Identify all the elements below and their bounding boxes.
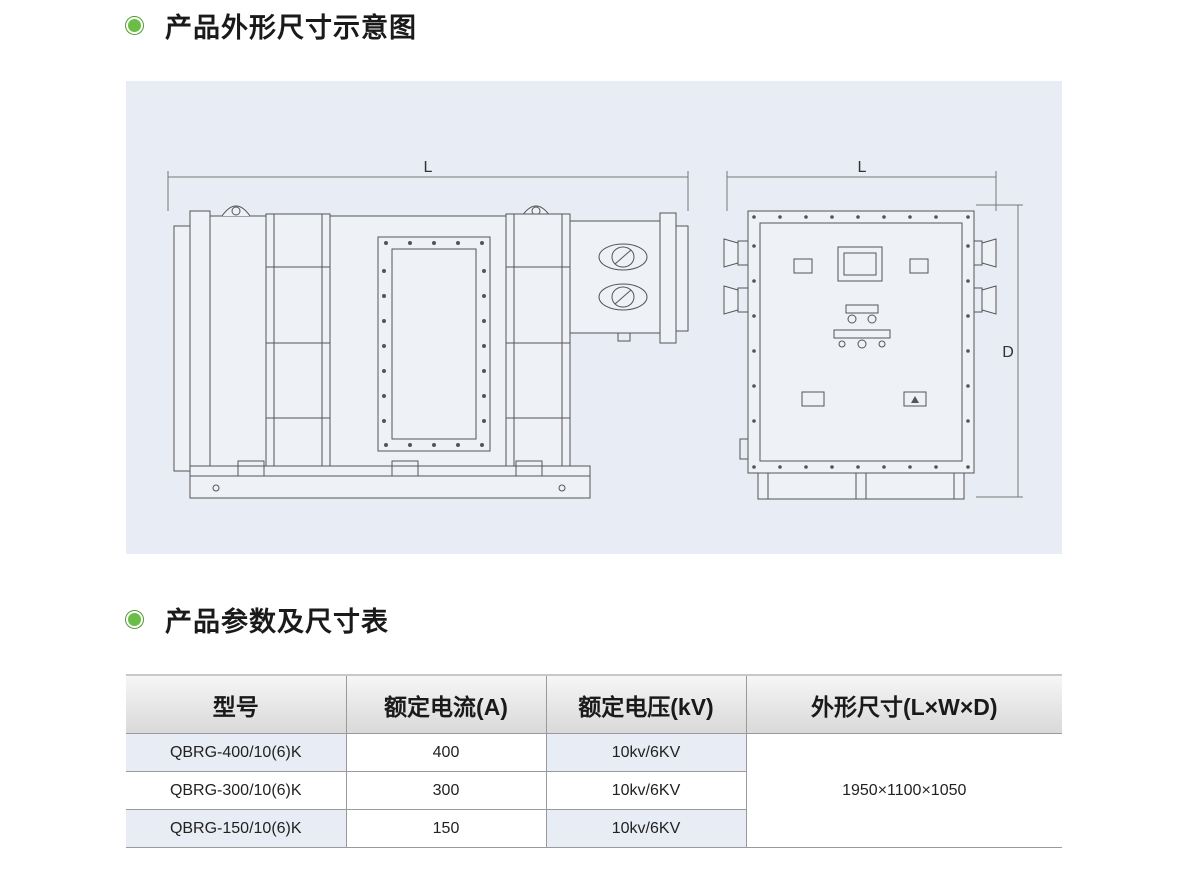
drawing-section-title: 产品外形尺寸示意图	[126, 6, 417, 45]
cell-voltage: 10kv/6KV	[545, 809, 746, 848]
cell-voltage: 10kv/6KV	[545, 771, 746, 810]
side-dimension-L: L	[858, 159, 867, 176]
cell-model: QBRG-400/10(6)K	[126, 733, 346, 772]
header-dimensions: 外形尺寸(L×W×D)	[745, 674, 1062, 734]
cell-voltage: 10kv/6KV	[545, 733, 746, 772]
cell-current: 150	[345, 809, 546, 848]
header-voltage: 额定电压(kV)	[545, 674, 746, 734]
drawing-section-heading: 产品外形尺寸示意图	[165, 13, 417, 43]
table-section-heading: 产品参数及尺寸表	[165, 607, 389, 637]
table-row: QBRG-150/10(6)K 150 10kv/6KV	[126, 809, 1062, 848]
header-current: 额定电流(A)	[345, 674, 546, 734]
cell-current: 400	[345, 733, 546, 772]
dimension-drawing: L	[167, 159, 1023, 500]
table-row: QBRG-400/10(6)K 400 10kv/6KV 1950×1100×1…	[126, 733, 1062, 848]
cell-dimensions: 1950×1100×1050	[745, 733, 1062, 848]
cell-model: QBRG-150/10(6)K	[126, 809, 346, 848]
dimension-drawing-panel: L	[126, 81, 1062, 554]
green-bullet-icon	[126, 17, 143, 34]
cell-current: 300	[345, 771, 546, 810]
table-header-row: 型号 额定电流(A) 额定电压(kV) 外形尺寸(L×W×D)	[126, 674, 1062, 734]
side-view: L D	[723, 159, 1023, 500]
green-bullet-icon	[126, 611, 143, 628]
table-section-title: 产品参数及尺寸表	[126, 600, 389, 639]
side-dimension-D: D	[1002, 344, 1014, 361]
front-dimension-L: L	[424, 159, 433, 176]
spec-table: 型号 额定电流(A) 额定电压(kV) 外形尺寸(L×W×D) QBRG-400…	[126, 674, 1062, 848]
cell-model: QBRG-300/10(6)K	[126, 771, 346, 810]
header-model: 型号	[126, 674, 346, 734]
table-row: QBRG-300/10(6)K 300 10kv/6KV	[126, 771, 1062, 810]
front-view: L	[167, 159, 689, 499]
